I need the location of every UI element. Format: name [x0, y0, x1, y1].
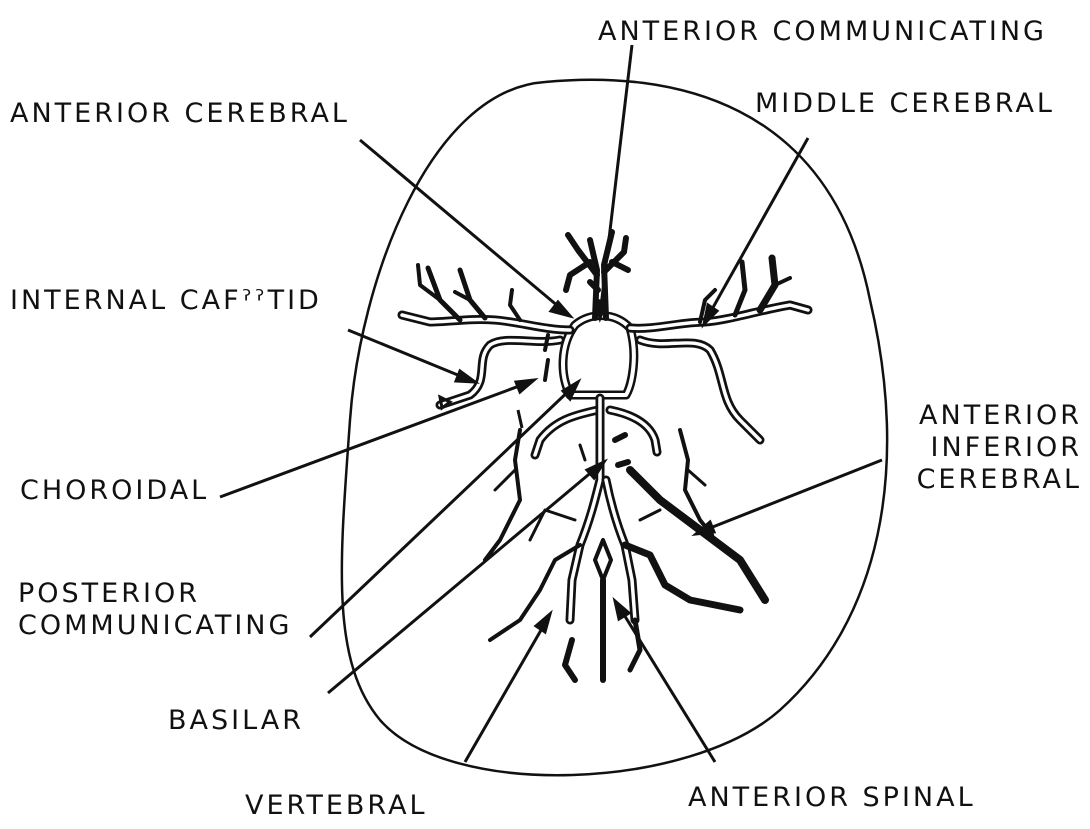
- label-anterior-inferior-cerebral: ANTERIOR INFERIOR CEREBRAL: [905, 400, 1082, 496]
- label-anterior-spinal: ANTERIOR SPINAL: [688, 782, 976, 814]
- left-middle-cerebral: [402, 265, 570, 405]
- label-anterior-communicating: ANTERIOR COMMUNICATING: [598, 16, 1047, 48]
- label-anterior-inferior-cerebral-line-3: CEREBRAL: [905, 464, 1082, 496]
- label-anterior-inferior-cerebral-line-2: INFERIOR: [905, 432, 1082, 464]
- label-posterior-communicating: POSTERIOR COMMUNICATING: [18, 578, 292, 642]
- label-internal-carotid: INTERNAL CAFˀˀTID: [10, 285, 322, 317]
- label-anterior-cerebral: ANTERIOR CEREBRAL: [10, 98, 350, 130]
- label-vertebral: VERTEBRAL: [245, 790, 428, 822]
- label-anterior-inferior-cerebral-line-1: ANTERIOR: [905, 400, 1082, 432]
- leader-lines: [220, 45, 882, 762]
- basilar-vertebral: [490, 398, 765, 680]
- label-choroidal: CHOROIDAL: [20, 475, 209, 507]
- label-basilar: BASILAR: [168, 705, 304, 737]
- label-posterior-communicating-line-2: COMMUNICATING: [18, 610, 292, 642]
- label-posterior-communicating-line-1: POSTERIOR: [18, 578, 292, 610]
- right-middle-cerebral: [630, 258, 808, 440]
- label-middle-cerebral: MIDDLE CEREBRAL: [755, 88, 1055, 120]
